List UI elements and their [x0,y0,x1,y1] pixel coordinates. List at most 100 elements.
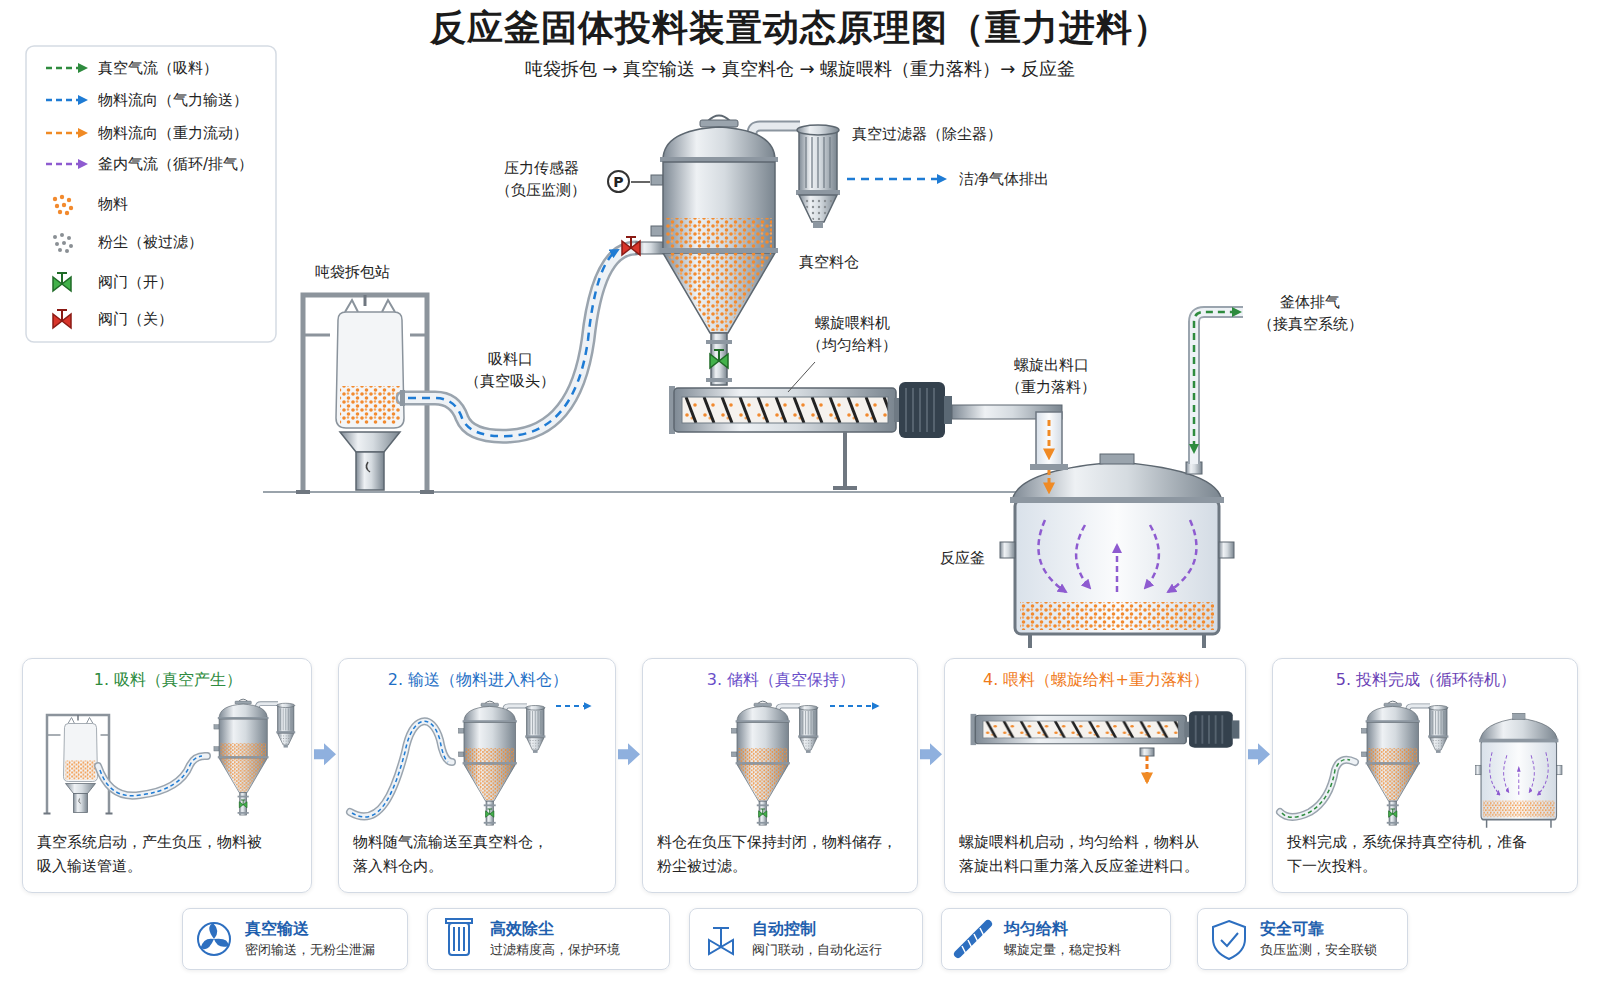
node-body: 阀门联动，自动化运行 [752,940,912,960]
main-illustration [1194,312,1243,464]
feature-box: 真空输送密闭输送，无粉尘泄漏 [182,908,408,970]
legend-box [60,233,64,237]
step-illustrations [1280,760,1355,817]
legend-box [69,206,73,210]
main-illustration [403,248,636,436]
illustration-label: 螺旋出料口 （重力落料） [1003,355,1099,399]
step-panel: 1. 吸料（真空产生） 真空系统启动，产生负压，物料被 吸入输送管道。 [22,658,312,893]
illustration-label: 真空料仓 [799,252,859,274]
legend-text: 物料 [98,194,128,214]
step-illustrations [350,721,452,816]
main-illustration [847,178,945,181]
legend-box [26,46,276,342]
illustration-label: 吸料口 （真空吸头） [462,349,558,393]
node-heading: 2. 输送（物料进入料仓） [353,669,603,691]
feature-icons [962,928,984,954]
step-illustrations [830,705,878,707]
main-illustration [1030,464,1068,470]
legend-box [62,203,66,207]
feature-box: 自动控制阀门联动，自动化运行 [689,908,923,970]
legend-box [65,249,69,253]
legend-box [58,248,62,252]
node-heading: P [613,174,623,190]
node-heading: 均匀给料 [1004,918,1160,940]
step-illustrations [44,715,113,814]
feature-icons [1213,921,1245,959]
legend-box [53,235,57,239]
legend-box [55,204,59,208]
sensor-circle: P [607,170,630,193]
node-body: 负压监测，安全联锁 [1260,940,1397,960]
main-illustration [631,181,650,183]
step-illustrations [98,756,207,796]
step-illustrations [350,721,452,816]
legend-text: 釜内气流（循环/排气） [98,154,253,174]
legend-box [62,241,66,245]
main-illustration [1048,420,1051,458]
step-illustrations [1476,713,1563,827]
illustration-label: 釜体排气 （接真空系统） [1255,292,1366,336]
main-illustration [1194,312,1243,464]
legend-box [55,242,59,246]
node-heading: 真空输送 [245,918,397,940]
node-heading: 5. 投料完成（循环待机） [1287,669,1565,691]
node-body: 螺旋定量，稳定投料 [1004,940,1160,960]
flow-arrow [1248,743,1270,765]
step-illustrations [731,701,818,825]
step-illustrations [1282,759,1350,817]
feature-icons [209,923,217,939]
illustration-label: 压力传感器 （负压监测） [493,158,589,202]
legend-box [53,195,73,215]
legend-box [46,67,86,70]
step-panel: 2. 输送（物料进入料仓）物料随气流输送至真空料仓， 落入料仓内。 [338,658,616,893]
node-heading: 安全可靠 [1260,918,1397,940]
node-heading: 3. 储料（真空保持） [657,669,905,691]
main-illustration [669,382,952,438]
feature-box: 高效除尘过滤精度高，保护环境 [427,908,670,970]
step-illustrations [1361,701,1448,825]
step-illustrations [458,701,545,825]
legend-text: 物料流向（气力输送） [98,90,248,110]
legend-box [58,210,62,214]
node-body: 真空系统启动，产生负压，物料被 吸入输送管道。 [37,830,268,878]
legend-box [69,244,73,248]
step-illustrations [352,721,448,817]
step-panel: 5. 投料完成（循环待机） 投料完成，系统保持真空待机，准备 下一次投料。 [1272,658,1578,893]
illustration-label: 洁净气体排出 [959,169,1049,191]
legend-box [46,132,86,135]
flow-arrow [920,743,942,765]
feature-box: 均匀给料螺旋定量，稳定投料 [941,908,1171,970]
main-illustration [400,390,405,406]
legend-box [67,236,71,240]
node-heading: 1. 吸料（真空产生） [37,669,299,691]
node-heading: 自动控制 [752,918,912,940]
legend-text: 物料流向（重力流动） [98,123,248,143]
legend-box [53,233,73,253]
main-illustration [788,362,815,392]
legend-text: 阀门（关） [98,309,173,329]
legend-text: 阀门（开） [98,272,173,292]
legend-box [67,198,71,202]
legend-box [46,99,86,102]
step-panel: 3. 储料（真空保持）料仓在负压下保持封闭，物料储存， 粉尘被过滤。 [642,658,918,893]
illustration-label: 吨袋拆包站 [315,262,390,284]
main-illustration [1194,312,1240,400]
flow-arrow [314,743,336,765]
node-body: 过滤精度高，保护环境 [490,940,659,960]
legend-box [60,195,64,199]
feature-icons [212,935,230,950]
illustration-label: 吨袋拆包 → 真空输送 → 真空料仓 → 螺旋喂料（重力落料）→ 反应釜 [525,56,1075,82]
node-heading: 高效除尘 [490,918,659,940]
node-body: 投料完成，系统保持真空待机，准备 下一次投料。 [1287,830,1533,878]
node-heading: 4. 喂料（螺旋给料+重力落料） [959,669,1233,691]
illustration-label: 螺旋喂料机 （均匀给料） [804,313,900,357]
feature-icons [449,923,469,955]
step-illustrations [44,699,1563,828]
legend-box [53,197,57,201]
step-illustrations [1146,756,1149,782]
main-illustration [1193,405,1196,452]
legend-text: 真空气流（吸料） [98,58,218,78]
legend-box [26,46,276,342]
illustration-label: 真空过滤器（除尘器） [852,124,1002,146]
